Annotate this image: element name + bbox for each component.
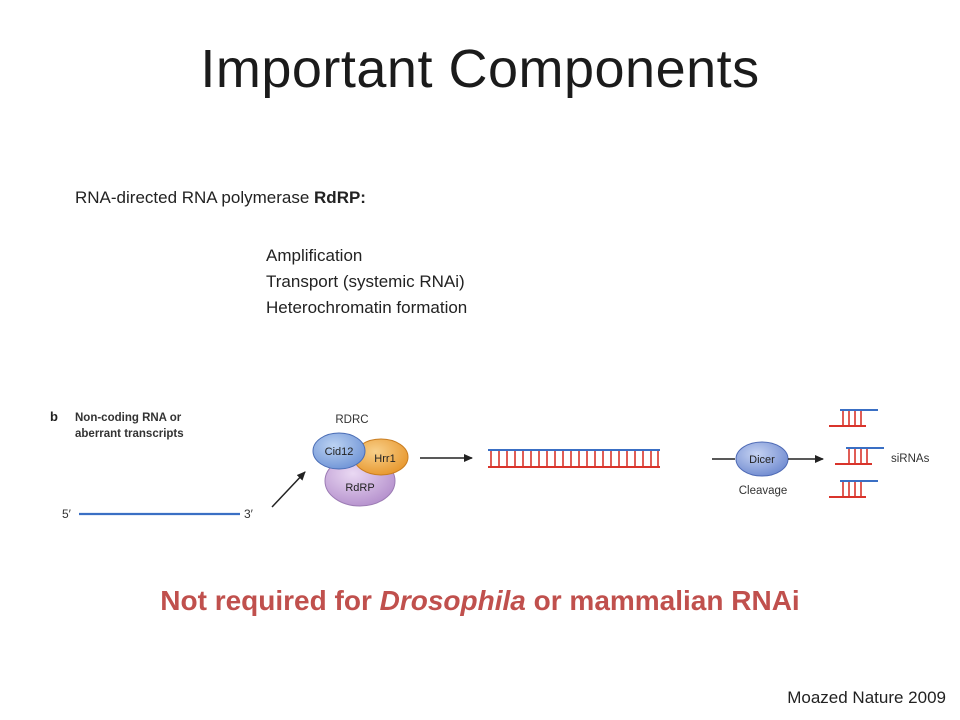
- function-item: Heterochromatin formation: [266, 298, 468, 317]
- sirnas-label: siRNAs: [891, 453, 930, 465]
- arrow-to-rdrc: [271, 471, 306, 508]
- three-prime-label: 3′: [244, 507, 254, 521]
- cleavage-label: Cleavage: [739, 485, 788, 497]
- source-label-line2: aberrant transcripts: [75, 428, 184, 440]
- rdrp-heading-text: RNA-directed RNA polymerase: [75, 188, 315, 207]
- dsrna-duplex: [488, 449, 660, 468]
- dicer-label: Dicer: [749, 454, 775, 466]
- hrr1-label: Hrr1: [374, 453, 395, 465]
- note-text: Not required for: [160, 585, 380, 616]
- note-text-end: or mammalian RNAi: [525, 585, 800, 616]
- five-prime-label: 5′: [62, 507, 72, 521]
- function-item: Amplification: [266, 246, 363, 265]
- rdrp-heading-bold: RdRP:: [314, 188, 366, 207]
- dsrna-base-pairs: [490, 451, 659, 467]
- slide-title: Important Components: [200, 39, 760, 99]
- sirna-duplex: [835, 447, 884, 465]
- rdrp-heading: RNA-directed RNA polymerase RdRP:: [75, 188, 366, 208]
- sirna-duplex: [829, 409, 878, 427]
- source-label-line1: Non-coding RNA or: [75, 412, 182, 424]
- rdrp-pathway-diagram: b Non-coding RNA or aberrant transcripts…: [50, 409, 930, 521]
- rdrp-functions-list: Amplification Transport (systemic RNAi) …: [266, 243, 467, 321]
- requirement-note: Not required for Drosophila or mammalian…: [0, 585, 960, 617]
- function-item: Transport (systemic RNAi): [266, 272, 465, 291]
- note-organism: Drosophila: [379, 585, 526, 616]
- sirna-duplex: [829, 480, 878, 498]
- citation: Moazed Nature 2009: [787, 688, 946, 707]
- rdrc-label: RDRC: [335, 414, 368, 426]
- cid12-protein: [312, 432, 366, 470]
- panel-label: b: [50, 409, 58, 424]
- rdrp-protein-label: RdRP: [345, 482, 374, 494]
- cid12-label: Cid12: [325, 446, 354, 458]
